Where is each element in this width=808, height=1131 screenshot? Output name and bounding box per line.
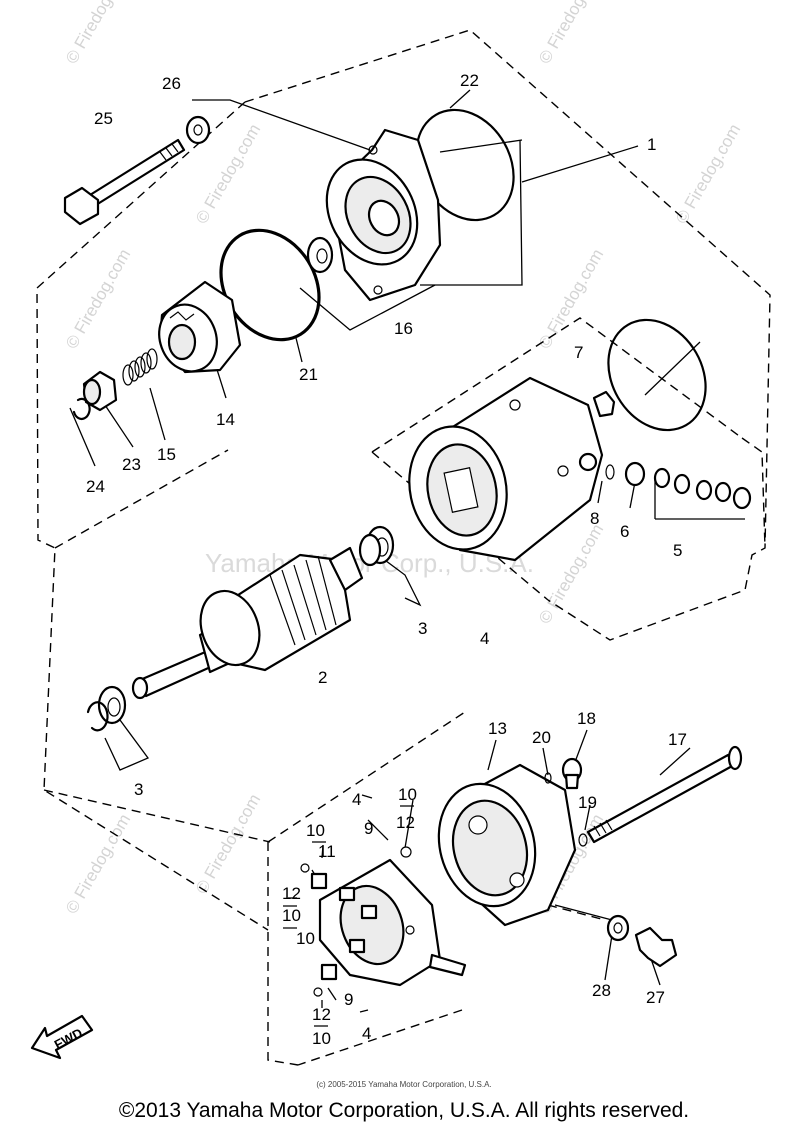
watermark-text: © Firedog.com [62, 246, 134, 352]
callout-15: 15 [157, 445, 176, 464]
callout-26: 26 [162, 74, 181, 93]
callout-10-upper-right: 10 [398, 785, 417, 804]
washer-5b [673, 473, 691, 495]
circlip-24 [72, 397, 91, 421]
callout-4-lower: 4 [362, 1024, 371, 1043]
callout-22: 22 [460, 71, 479, 90]
callout-20: 20 [532, 728, 551, 747]
callout-3-upper: 3 [418, 619, 427, 638]
clutch-14 [158, 280, 242, 374]
callout-12-left: 12 [282, 884, 301, 903]
washer-cover [306, 236, 334, 274]
fwd-arrow: FWD [30, 1014, 94, 1060]
armature-2 [131, 546, 364, 700]
callout-brackets [283, 805, 414, 1027]
front-cover-16 [325, 128, 442, 302]
spring-15 [122, 348, 158, 386]
thrust-washers-3-lower [86, 685, 127, 732]
bolt-25 [63, 138, 186, 226]
washer-26 [185, 115, 211, 145]
small-copyright-text: (c) 2005-2015 Yamaha Motor Corporation, … [316, 1080, 492, 1089]
watermark-text: © Firedog.com [535, 0, 607, 67]
watermark-text: © Firedog.com [672, 121, 744, 227]
terminal-bolt-7 [592, 390, 616, 418]
callout-9-lower: 9 [344, 990, 353, 1009]
insulator-6 [624, 461, 646, 487]
callout-10-left: 10 [282, 906, 301, 925]
callout-4-yoke: 4 [480, 629, 489, 648]
o-ring-yoke [607, 318, 707, 432]
callout-1: 1 [647, 135, 656, 154]
watermark-text: © Firedog.com [535, 246, 607, 352]
callout-25: 25 [94, 109, 113, 128]
callout-12-lower: 12 [312, 1005, 331, 1024]
callout-8: 8 [590, 509, 599, 528]
callout-28: 28 [592, 981, 611, 1000]
callout-10-upper-left: 10 [306, 821, 325, 840]
o-ring-8 [605, 464, 615, 480]
callout-27: 27 [646, 988, 665, 1007]
callout-17: 17 [668, 730, 687, 749]
callout-13: 13 [488, 719, 507, 738]
callout-23: 23 [122, 455, 141, 474]
starter-motor-exploded-diagram: © Firedog.com © Firedog.com © Firedog.co… [30, 0, 771, 1066]
bolt-27 [634, 926, 678, 968]
watermark-text: © Firedog.com [62, 811, 134, 917]
callout-5: 5 [673, 541, 682, 560]
brush-group-outline [267, 711, 606, 1066]
yoke-group-outline [371, 317, 743, 601]
callout-10-center: 10 [296, 929, 315, 948]
terminal-parts [592, 390, 752, 510]
callout-24: 24 [86, 477, 105, 496]
brush-holder [300, 846, 467, 997]
o-ring-19 [578, 833, 588, 847]
callout-9-upper: 9 [364, 819, 373, 838]
callouts: 1 22 26 25 16 21 14 15 23 24 7 8 6 5 3 4… [86, 71, 687, 1048]
leader-lines [69, 89, 745, 1013]
callout-16: 16 [394, 319, 413, 338]
screw-18 [561, 757, 583, 790]
callout-2: 2 [318, 668, 327, 687]
washer-5d [714, 481, 732, 503]
callout-11: 11 [318, 842, 336, 861]
callout-12-upper-right: 12 [396, 813, 415, 832]
callout-10-lower: 10 [312, 1029, 331, 1048]
watermark-text: © Firedog.com [62, 0, 134, 67]
callout-6: 6 [620, 522, 629, 541]
washer-5a [653, 467, 671, 489]
o-ring-20 [544, 772, 552, 784]
armature-group-outline [43, 449, 271, 843]
thrust-washers-3-upper [358, 525, 395, 567]
washer-5c [695, 479, 713, 501]
watermark-text: © Firedog.com [192, 791, 264, 897]
callout-4-upper: 4 [352, 790, 361, 809]
callout-21: 21 [299, 365, 318, 384]
callout-7: 7 [574, 343, 583, 362]
through-bolt-17 [586, 745, 743, 844]
rear-cover-13 [437, 763, 577, 927]
callout-18: 18 [577, 709, 596, 728]
callout-19: 19 [578, 793, 597, 812]
callout-3-lower: 3 [134, 780, 143, 799]
washer-5e [732, 486, 752, 510]
callout-14: 14 [216, 410, 235, 429]
main-copyright-text: ©2013 Yamaha Motor Corporation, U.S.A. A… [118, 1099, 690, 1122]
washer-28 [606, 914, 630, 942]
yoke-4 [408, 376, 604, 562]
